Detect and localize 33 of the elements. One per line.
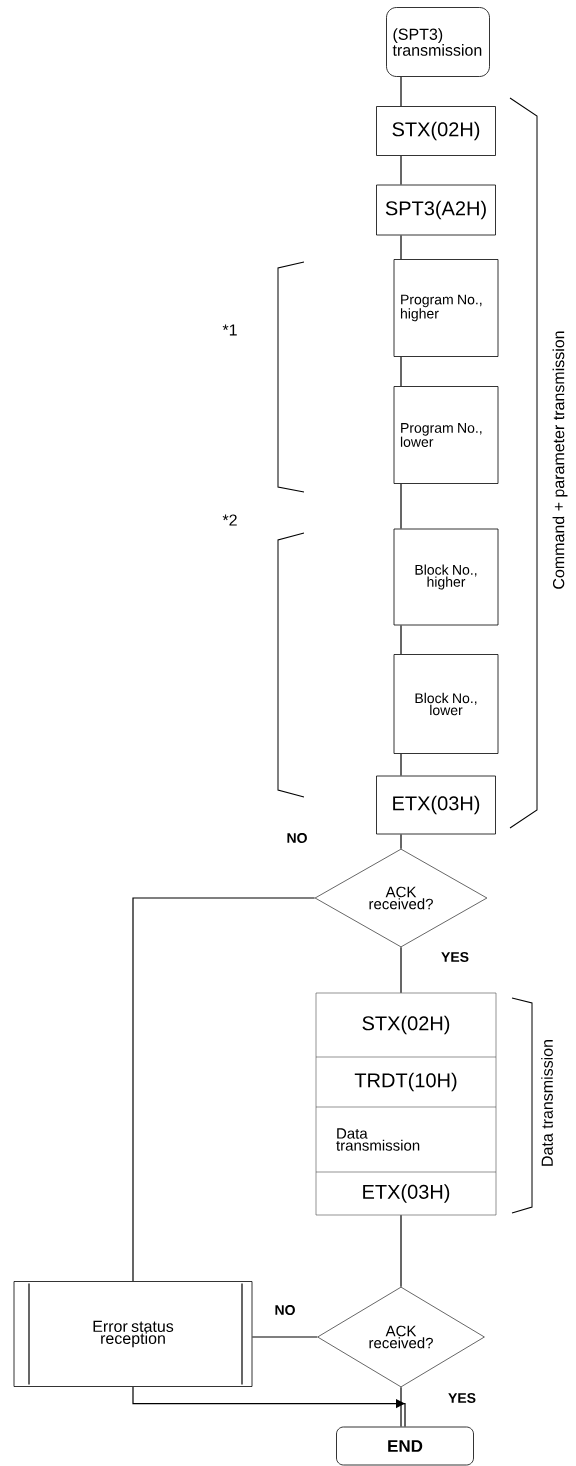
note-mark: *1 xyxy=(222,324,237,336)
connector xyxy=(400,624,402,655)
connector xyxy=(400,234,402,260)
process-box: Block No., lower xyxy=(393,654,499,754)
connector xyxy=(400,356,402,387)
connector xyxy=(400,833,402,850)
subroutine-box: Error status reception xyxy=(13,1281,253,1387)
connector xyxy=(132,1386,406,1428)
connector xyxy=(400,946,402,994)
bracket-label: Data transmission xyxy=(541,1040,553,1166)
edge-label: YES xyxy=(447,1392,477,1404)
edge-label: NO xyxy=(285,832,309,844)
connector xyxy=(400,155,402,186)
start-terminal: (SPT3) transmission xyxy=(386,7,490,77)
process-box: SPT3(A2H) xyxy=(376,184,496,236)
connector xyxy=(400,483,402,530)
process-box: Block No., higher xyxy=(393,528,499,626)
bracket-label: Command + parameter transmission xyxy=(552,331,568,589)
data-table-box: STX(02H) TRDT(10H) Data transmission ETX(03H) xyxy=(315,992,497,1216)
connector xyxy=(400,76,402,107)
process-box: Program No., higher xyxy=(393,259,499,357)
connector xyxy=(400,1214,402,1288)
connector xyxy=(132,897,316,1282)
process-box: ETX(03H) xyxy=(376,775,496,835)
edge-label: YES xyxy=(440,951,470,963)
edge-label: NO xyxy=(273,1304,297,1316)
end-terminal: END xyxy=(336,1426,474,1466)
note-mark: *2 xyxy=(222,514,237,526)
connector xyxy=(251,1336,318,1338)
connector xyxy=(400,1386,402,1428)
process-box: STX(02H) xyxy=(376,106,496,156)
connector xyxy=(400,753,402,777)
process-box: Program No., lower xyxy=(393,386,499,484)
